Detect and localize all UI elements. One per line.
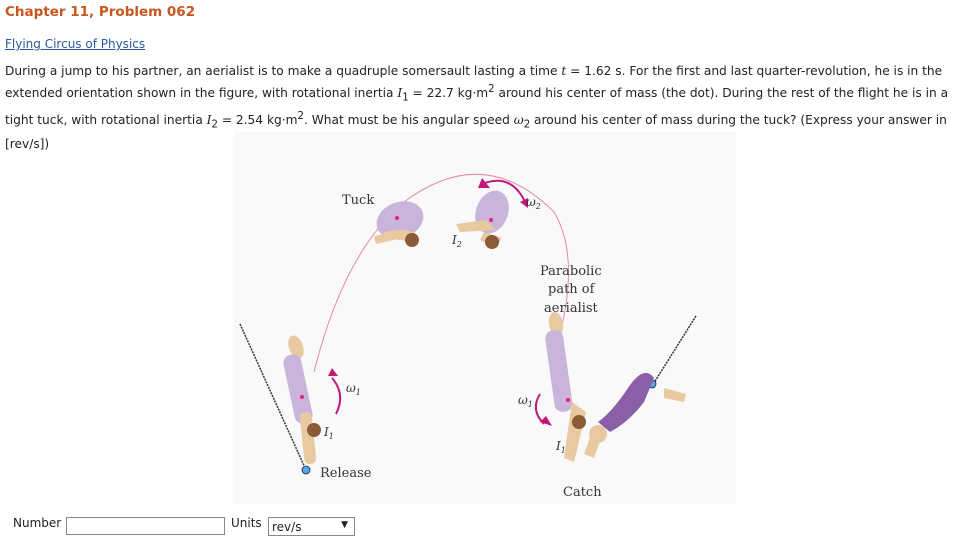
- units-dropdown[interactable]: rev/s ▼: [268, 517, 355, 536]
- path-label-line2: path of: [548, 282, 596, 297]
- aerialist-tuck-1: [374, 201, 424, 247]
- path-label-line1: Parabolic: [540, 264, 602, 279]
- units-selected-value: rev/s: [272, 520, 302, 534]
- omega1-right-label: ω1: [518, 393, 533, 409]
- path-label-line3: aerialist: [544, 301, 599, 316]
- aerialist-catch: [545, 312, 586, 462]
- i2-label: I2: [451, 233, 462, 249]
- number-label: Number: [13, 516, 62, 530]
- aerialist-release: [283, 335, 321, 464]
- i1-left-label: I1: [323, 425, 334, 441]
- omega1-left-arrow: [331, 377, 342, 415]
- catcher: [584, 372, 686, 458]
- tuck-label: Tuck: [342, 193, 374, 208]
- catch-label: Catch: [563, 485, 602, 500]
- number-input[interactable]: [66, 517, 225, 535]
- problem-statement: During a jump to his partner, an aeriali…: [5, 64, 949, 151]
- i1-right-label: I1: [555, 439, 566, 455]
- source-link[interactable]: Flying Circus of Physics: [5, 37, 146, 51]
- right-trapeze-rope: [651, 315, 697, 387]
- units-label: Units: [231, 516, 262, 530]
- somersault-figure: Tuck I2 ω2 Parabolic path of aerialist ω…: [234, 132, 736, 504]
- release-label: Release: [320, 466, 372, 481]
- answer-row: Number Units rev/s ▼: [0, 512, 965, 540]
- chapter-title: Chapter 11, Problem 062: [5, 4, 196, 20]
- left-trapeze-rope: [239, 323, 307, 471]
- omega1-left-label: ω1: [346, 381, 361, 397]
- aerialist-tuck-2: [456, 190, 509, 249]
- omega2-arrow: [481, 179, 527, 205]
- omega2-label: ω2: [526, 195, 541, 211]
- dropdown-arrow-icon: ▼: [341, 520, 348, 530]
- release-bar: [301, 465, 311, 475]
- parabolic-path: [313, 173, 569, 373]
